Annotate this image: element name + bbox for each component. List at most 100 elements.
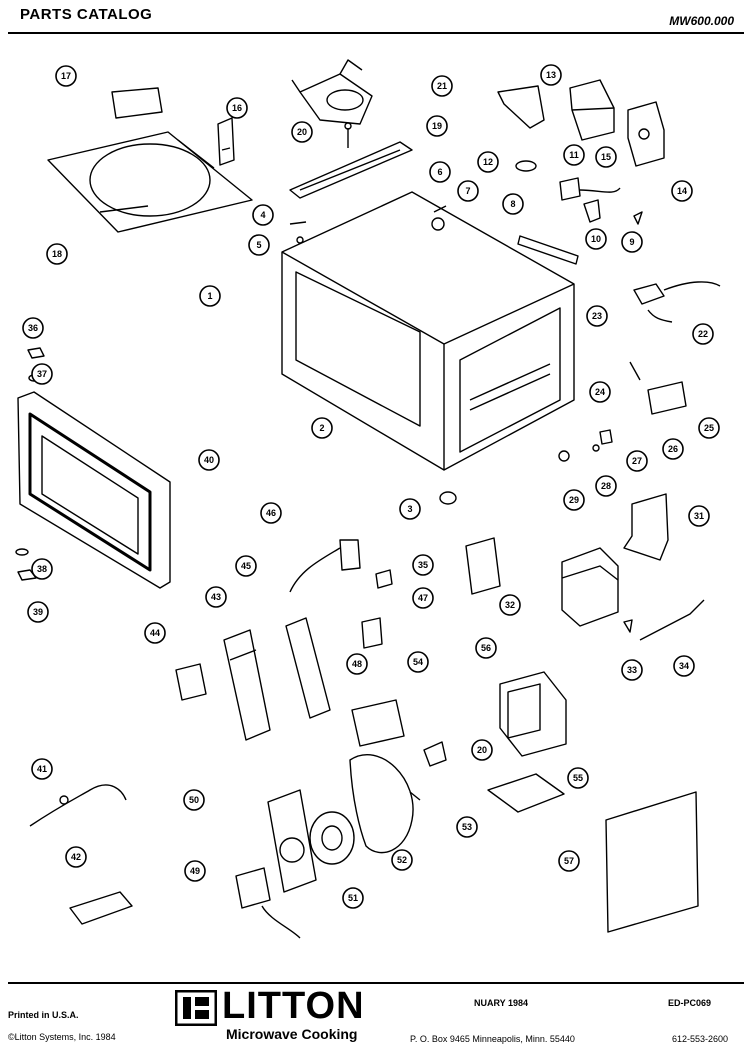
part-18-base-plate [47,131,253,233]
callout-circle-20 [471,739,493,761]
callout-circle-18 [46,243,68,265]
part-57-panel [605,791,699,933]
part-15-box [569,79,615,141]
part-12-lamp [515,160,537,172]
callout-circle-12 [477,151,499,173]
callout-label-36: 36 [28,323,38,333]
callout-circle-3 [399,498,421,520]
part-31-duct [623,493,669,561]
callout-label-16: 16 [232,103,242,113]
callout-label-45: 45 [241,561,251,571]
callout-label-10: 10 [591,234,601,244]
callout-circle-20 [291,121,313,143]
part-20-screw [344,122,352,148]
callout-circle-22 [692,323,714,345]
callout-label-9: 9 [629,237,634,247]
callout-circle-6 [429,161,451,183]
callout-label-53: 53 [462,822,472,832]
callout-label-47: 47 [418,593,428,603]
callout-circle-45 [235,555,257,577]
callout-label-17: 17 [61,71,71,81]
callout-label-14: 14 [677,186,687,196]
part-52-housing [349,754,414,854]
part-13-bracket [497,85,545,129]
callout-label-56: 56 [481,643,491,653]
callout-circle-53 [456,816,478,838]
part-11-switch [559,177,621,201]
parts-33-34 [623,599,705,641]
callout-circle-44 [144,622,166,644]
callout-label-34: 34 [679,661,689,671]
callout-label-7: 7 [465,186,470,196]
callout-circle-55 [567,767,589,789]
callout-label-52: 52 [397,855,407,865]
callout-circle-15 [595,146,617,168]
exploded-parts-diagram [15,59,721,939]
callout-circle-43 [205,586,227,608]
part-50-plate [267,789,317,893]
callout-circle-47 [412,587,434,609]
header-rule [8,32,744,34]
litton-logo-icon [175,990,217,1026]
callout-circle-5 [248,234,270,256]
brand-name: LITTON [222,985,365,1027]
callout-circle-56 [475,637,497,659]
callout-circle-13 [540,64,562,86]
model-number: MW600.000 [669,14,734,28]
callout-label-33: 33 [627,665,637,675]
callout-circle-1 [199,285,221,307]
callout-label-23: 23 [592,311,602,321]
brand-subtitle: Microwave Cooking [226,1026,358,1042]
callout-label-8: 8 [510,199,515,209]
callout-circle-21 [431,75,453,97]
callout-label-24: 24 [595,387,605,397]
part-9-fastener [633,211,643,225]
callout-label-54: 54 [413,657,423,667]
callout-circle-7 [457,180,479,202]
callout-circle-35 [412,554,434,576]
callout-circle-40 [198,449,220,471]
callout-label-27: 27 [632,456,642,466]
address: P. O. Box 9465 Minneapolis, Minn. 55440 [410,1034,575,1044]
callout-circle-4 [252,204,274,226]
part-44 [175,663,207,701]
callout-label-55: 55 [573,773,583,783]
callout-label-28: 28 [601,481,611,491]
callout-circle-51 [342,887,364,909]
callout-label-5: 5 [256,240,261,250]
callout-circle-14 [671,180,693,202]
callout-label-51: 51 [348,893,358,903]
part-54 [351,699,405,747]
callout-circle-34 [673,655,695,677]
callout-label-3: 3 [407,504,412,514]
part-47 [375,569,393,589]
callout-circle-33 [621,659,643,681]
callout-label-37: 37 [37,369,47,379]
callout-label-48: 48 [352,659,362,669]
copyright-note: ©Litton Systems, Inc. 1984 [8,1032,116,1042]
callout-label-57: 57 [564,856,574,866]
parts-38-39 [15,548,37,581]
part-51-blower-wheel [309,811,355,865]
callout-label-26: 26 [668,444,678,454]
callout-circle-23 [586,305,608,327]
callout-label-39: 39 [33,607,43,617]
callout-circle-38 [31,558,53,580]
part-41-cord [29,784,127,827]
callout-label-35: 35 [418,560,428,570]
part-21-fan [291,59,373,125]
callout-circle-32 [499,594,521,616]
callout-circle-41 [31,758,53,780]
callout-label-29: 29 [569,495,579,505]
issue-date: NUARY 1984 [474,998,529,1008]
callout-circle-31 [688,505,710,527]
callout-circle-27 [626,450,648,472]
callout-label-18: 18 [52,249,62,259]
callout-circle-10 [585,228,607,250]
part-35 [465,537,501,595]
part-49-motor [235,867,301,939]
callout-circle-28 [595,475,617,497]
callout-label-31: 31 [694,511,704,521]
part-32-magnetron [561,547,619,627]
footer-rule [8,982,744,984]
